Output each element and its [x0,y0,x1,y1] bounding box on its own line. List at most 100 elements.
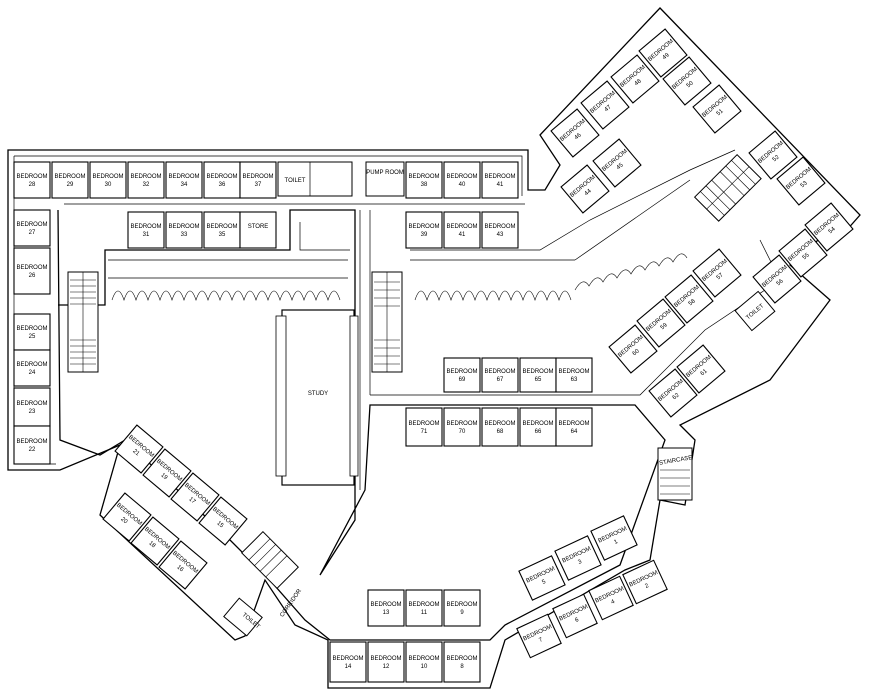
bedroom-number: 65 [535,377,542,383]
bedroom-outline [165,161,203,199]
bedroom-number: 8 [460,664,464,670]
bedroom-label: BEDROOM [558,369,589,375]
bedroom-number: 69 [459,377,466,383]
bedroom-number: 58 [688,298,697,307]
toilet-north: TOILET [277,161,353,197]
bedroom-number: 44 [584,188,593,197]
bedroom-label: BEDROOM [206,224,237,230]
bedroom-label: BEDROOM [16,439,47,445]
bedroom-outline [778,228,828,278]
bedroom-number: 30 [105,182,112,188]
bedroom-number: 1 [613,539,619,546]
bedroom-outline [518,555,566,601]
bedroom-label: BEDROOM [370,602,401,608]
bedroom-outline [804,202,854,252]
bedroom-number: 2 [644,583,650,590]
store-room[interactable]: STORE [239,211,277,249]
bedroom-outline [102,492,152,542]
bedroom-outline [555,357,593,393]
bedroom-outline [443,211,481,249]
bedroom-label: BEDROOM [408,174,439,180]
bedroom-outline [481,161,519,199]
bedroom-outline [752,254,802,304]
staircase-center [371,271,403,373]
bedroom-number: 62 [672,392,681,401]
bedroom-outline [664,274,714,324]
bedroom-number: 6 [574,617,580,624]
bedroom-outline [443,589,481,627]
